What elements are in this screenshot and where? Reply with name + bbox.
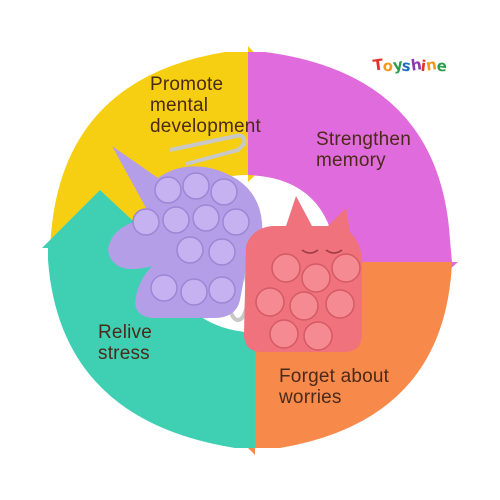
pop-bubble <box>154 176 182 204</box>
label-forget-about-worries: Forget about worries <box>279 366 389 408</box>
pop-bubble <box>182 172 210 200</box>
cycle-ring <box>42 46 458 455</box>
label-line: Promote <box>150 74 224 95</box>
segment-bottom-right <box>190 262 452 455</box>
cat-right-eye <box>325 249 343 254</box>
label-line: mental <box>150 95 209 116</box>
label-line: worries <box>279 387 342 408</box>
cat-left-eye <box>301 249 319 254</box>
label-line: memory <box>316 150 386 171</box>
unicorn-keychain-clip <box>169 133 247 166</box>
unicorn-pop-it <box>108 146 263 318</box>
pop-bubble <box>222 208 250 236</box>
pop-bubble <box>210 178 238 206</box>
segment-top-right <box>248 52 458 318</box>
label-line: Forget about <box>279 366 390 387</box>
pop-bubble <box>162 206 190 234</box>
pop-bubble <box>180 278 208 306</box>
unicorn-bubbles <box>132 172 250 306</box>
cat-pop-it <box>244 196 362 352</box>
pop-bubble <box>208 276 236 304</box>
toyshine-logo: Toyshine <box>372 55 448 76</box>
pop-bubble <box>176 236 204 264</box>
pop-bubble <box>325 289 355 319</box>
label-line: Strengthen <box>316 129 411 150</box>
logo-letter: e <box>435 56 448 76</box>
pop-bubble <box>331 253 361 283</box>
pop-bubble <box>150 274 178 302</box>
pop-bubble <box>271 253 301 283</box>
cat-bubbles <box>255 253 361 351</box>
label-relive-stress: Relive stress <box>98 322 152 364</box>
pop-bubble <box>132 208 160 236</box>
segment-left <box>42 190 255 448</box>
pop-bubble <box>289 291 319 321</box>
label-strengthen-memory: Strengthen memory <box>316 129 411 171</box>
label-promote-mental-development: Promote mental development <box>150 74 261 137</box>
label-line: development <box>150 116 261 137</box>
pop-bubble <box>303 321 333 351</box>
pop-bubble <box>301 263 331 293</box>
label-line: stress <box>98 343 150 364</box>
pop-bubble <box>192 204 220 232</box>
pop-bubble <box>255 287 285 317</box>
pop-bubble <box>208 238 236 266</box>
pop-bubble <box>269 319 299 349</box>
label-line: Relive <box>98 322 152 343</box>
